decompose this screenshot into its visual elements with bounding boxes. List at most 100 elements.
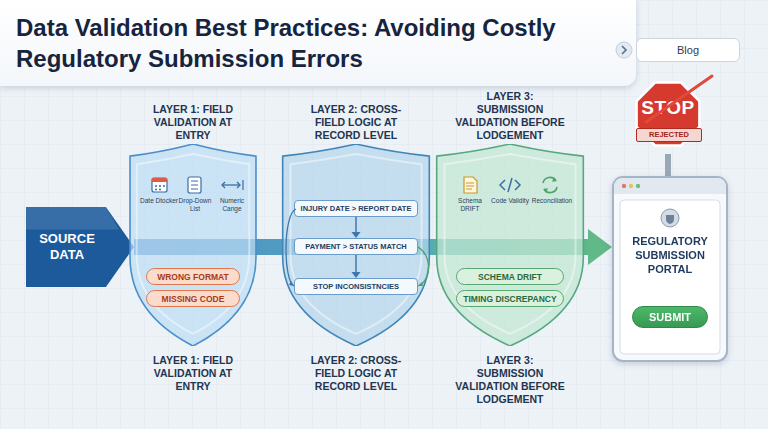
emblem-mark [666,215,674,224]
calendar-icon [152,178,167,192]
graphic-part [543,177,556,183]
range-icon [222,180,243,190]
graphic-part [155,185,157,187]
graphic-part [500,178,520,192]
arrow-head [588,229,612,265]
layer-heading-box: LAYER 2: CROSS-FIELD LOGIC AT RECORD LEV… [300,92,412,142]
graphic-part [464,177,477,193]
shield-inner [137,154,250,334]
graphic-part [242,180,243,190]
graphic-part [222,184,240,185]
graphic-part [418,247,429,286]
rule-text: INJURY DATE > REPORT DATE [301,204,412,213]
button-text: SUBMIT [649,311,691,323]
graphic-part [191,181,198,189]
device-top-bar [614,178,726,194]
icon-caption: Date Dtocker [140,197,178,205]
connector-line [355,217,357,233]
graphic-part [152,178,167,182]
window-dot [636,184,640,188]
error-pill: SCHEMA DRIFT [456,268,564,285]
graphic-part [289,281,294,286]
layer-shield: LAYER 1: FIELD VALIDATION AT ENTRY WRONG … [126,92,260,350]
error-pill: WRONG FORMAT [146,268,240,285]
graphic-part [286,209,296,286]
layer-heading: LAYER 3: SUBMISSION VALIDATION BEFORE LO… [454,90,566,142]
graphic-part [418,282,423,286]
chevron-button [616,42,632,58]
pill-text: WRONG FORMAT [157,272,229,282]
rule-box: PAYMENT > STATUS MATCH [294,238,418,255]
graphic-part [544,188,549,193]
rule-text: PAYMENT > STATUS MATCH [305,242,406,251]
list-icon [188,177,201,193]
rule-text: STOP INCONSISTNCIES [313,282,399,291]
icon-caption: Code Validity [490,197,530,205]
window-dot [622,184,626,188]
flow-connector [352,255,361,278]
pill-text: SCHEMA DRIFT [478,272,542,282]
source-text-box: SOURCE DATA [30,207,104,287]
graphic-part [222,182,240,188]
layer-heading: LAYER 2: CROSS-FIELD LOGIC AT RECORD LEV… [300,103,412,142]
sign-pole [665,154,671,178]
window-dot [629,184,633,188]
shield-outline [283,144,430,346]
shield-shape [432,144,588,346]
error-pill: MISSING CODE [146,290,240,307]
error-pill: TIMING DISCREPANCY [456,290,564,307]
icon-caption: Numeric Cange [212,197,252,213]
source-label: SOURCE DATA [30,231,104,263]
shield-inner [444,154,575,334]
emblem-ring [661,209,679,227]
tag-text: Blog [677,44,699,56]
connector-line [355,255,357,273]
graphic-part [159,189,161,191]
arrow-head [352,272,361,278]
layer-heading-box: LAYER 3: SUBMISSION VALIDATION BEFORE LO… [454,92,566,142]
layer-footer: LAYER 3: SUBMISSION VALIDATION BEFORE LO… [454,354,566,407]
rule-box: INJURY DATE > REPORT DATE [294,200,418,217]
source-arrow: SOURCE DATA [26,207,134,287]
loop-arrow [286,209,429,286]
layer-heading-box: LAYER 1: FIELD VALIDATION AT ENTRY [137,92,249,142]
pill-text: TIMING DISCREPANCY [463,294,556,304]
rule-box: STOP INCONSISTNCIES [294,278,418,295]
icon-caption: Schema DRIFT [450,197,490,213]
graphic-part [188,177,201,193]
layer-shield: LAYER 3: SUBMISSION VALIDATION BEFORE LO… [432,92,588,350]
device-body [613,177,727,361]
arrow-body [26,207,134,287]
layer-footer: LAYER 2: CROSS-FIELD LOGIC AT RECORD LEV… [300,354,412,393]
graphic-part [544,187,557,193]
tag-box: Blog [636,38,740,62]
document-icon [464,177,477,193]
arrow-shine [26,207,119,229]
shield-outline [130,144,256,346]
code-icon [500,178,520,192]
graphic-part [622,46,626,54]
page-title: Data Validation Best Practices: Avoiding… [16,12,628,74]
graphic-part [616,42,632,58]
arrow-head [352,232,361,238]
submit-button: SUBMIT [632,306,708,328]
graphic-part [466,183,474,189]
reject-slash [646,76,712,122]
pill-text: MISSING CODE [162,294,225,304]
refresh-icon [543,177,557,193]
graphic-part [552,177,557,182]
device-screen [620,200,720,354]
layer-heading: LAYER 1: FIELD VALIDATION AT ENTRY [137,103,249,142]
rejected-banner: REJECTED [636,128,702,142]
graphic-part [152,178,167,192]
shield-inner [290,154,421,334]
portal-device: REGULATORY SUBMISSION PORTALSUBMIT [612,176,728,362]
shield-outline [437,144,584,346]
layer-footer: LAYER 1: FIELD VALIDATION AT ENTRY [137,354,249,393]
icon-caption: Drop-Down List [176,197,214,213]
graphic-part [163,185,165,187]
